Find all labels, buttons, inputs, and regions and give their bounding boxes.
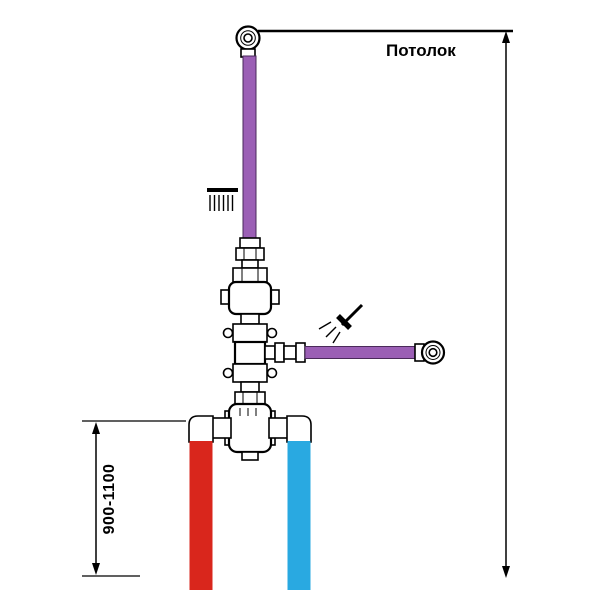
cold-inlet-elbow [286,415,312,443]
connector-stub [264,345,276,360]
hand-shower-pipe [304,346,416,359]
ceiling-connector-mid-ring [240,30,256,46]
mixer-lower-body [227,402,273,454]
hand-shower-icon [318,303,364,344]
height-range-label: 900-1100 [101,464,118,535]
wall-connector-inner-ring [428,347,438,358]
arrow-up-icon [502,31,510,43]
ceiling-label: Потолок [386,41,456,60]
hex-nut [235,247,265,261]
arrow-down-icon [502,566,510,578]
ceiling-outlet-fitting [235,25,261,58]
bottom-stub [241,451,259,461]
bolt-icon [222,367,234,379]
hex-nut [232,267,268,283]
hand-shower-branch [264,340,446,365]
hot-inlet-elbow [188,415,214,443]
ceiling-reference: Потолок [258,29,513,60]
cold-water-pipe [287,441,311,590]
arrow-down-icon [92,563,100,575]
mixer-flange [232,363,268,383]
wall-connector-mid-ring [425,345,441,360]
connector-stub [283,345,297,360]
hot-water-pipe [189,441,213,590]
mount-height-dimension: 900-1100 [82,420,186,577]
connector-stub [241,259,259,269]
ceiling-connector-inner-ring [243,33,253,43]
shower-riser-pipe [242,55,257,240]
connector-stub [240,381,260,393]
mixer-upper-body [227,280,273,316]
mixer-flange [232,323,268,343]
connector-stub [240,313,260,325]
bolt-icon [266,327,278,339]
right-port [268,417,290,439]
overhead-shower-icon [207,188,238,211]
mixer-tee-body [233,340,267,366]
hex-nut [295,342,306,363]
bolt-icon [266,367,278,379]
hex-nut [234,391,266,405]
left-port [210,417,232,439]
ceiling-height-arrow [502,31,510,578]
arrow-up-icon [92,422,100,434]
thermostatic-mixer-valve [188,237,312,461]
bolt-icon [222,327,234,339]
pipe-union-nut [239,237,261,249]
hex-nut [274,342,285,363]
